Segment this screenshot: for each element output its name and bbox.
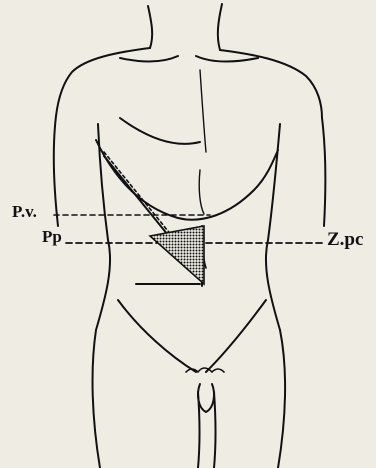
right-clavicle-line <box>196 56 258 62</box>
shaded-triangle-region <box>150 226 204 284</box>
right-torso-side <box>266 124 285 468</box>
left-shoulder-line <box>56 48 150 116</box>
left-torso-side <box>93 124 111 468</box>
diagonal-line-dashed <box>104 152 172 236</box>
diagonal-line-solid <box>104 156 172 240</box>
inguinal-right-line <box>206 300 266 372</box>
left-clavicle-line <box>120 56 178 62</box>
abdominal-line <box>199 170 204 214</box>
sternum-line <box>200 70 206 152</box>
label-pp: Pp <box>42 228 62 245</box>
label-zpc: Z.pc <box>327 230 363 249</box>
inguinal-left-line <box>118 300 196 372</box>
genital-outline <box>198 384 214 412</box>
left-arm-line <box>54 116 58 226</box>
label-pv: P.v. <box>12 203 37 220</box>
neck-right-line <box>218 4 222 50</box>
pectoral-line <box>120 118 200 144</box>
right-arm-line <box>322 118 325 226</box>
neck-left-line <box>148 6 152 48</box>
leg-inner-right <box>214 392 216 468</box>
